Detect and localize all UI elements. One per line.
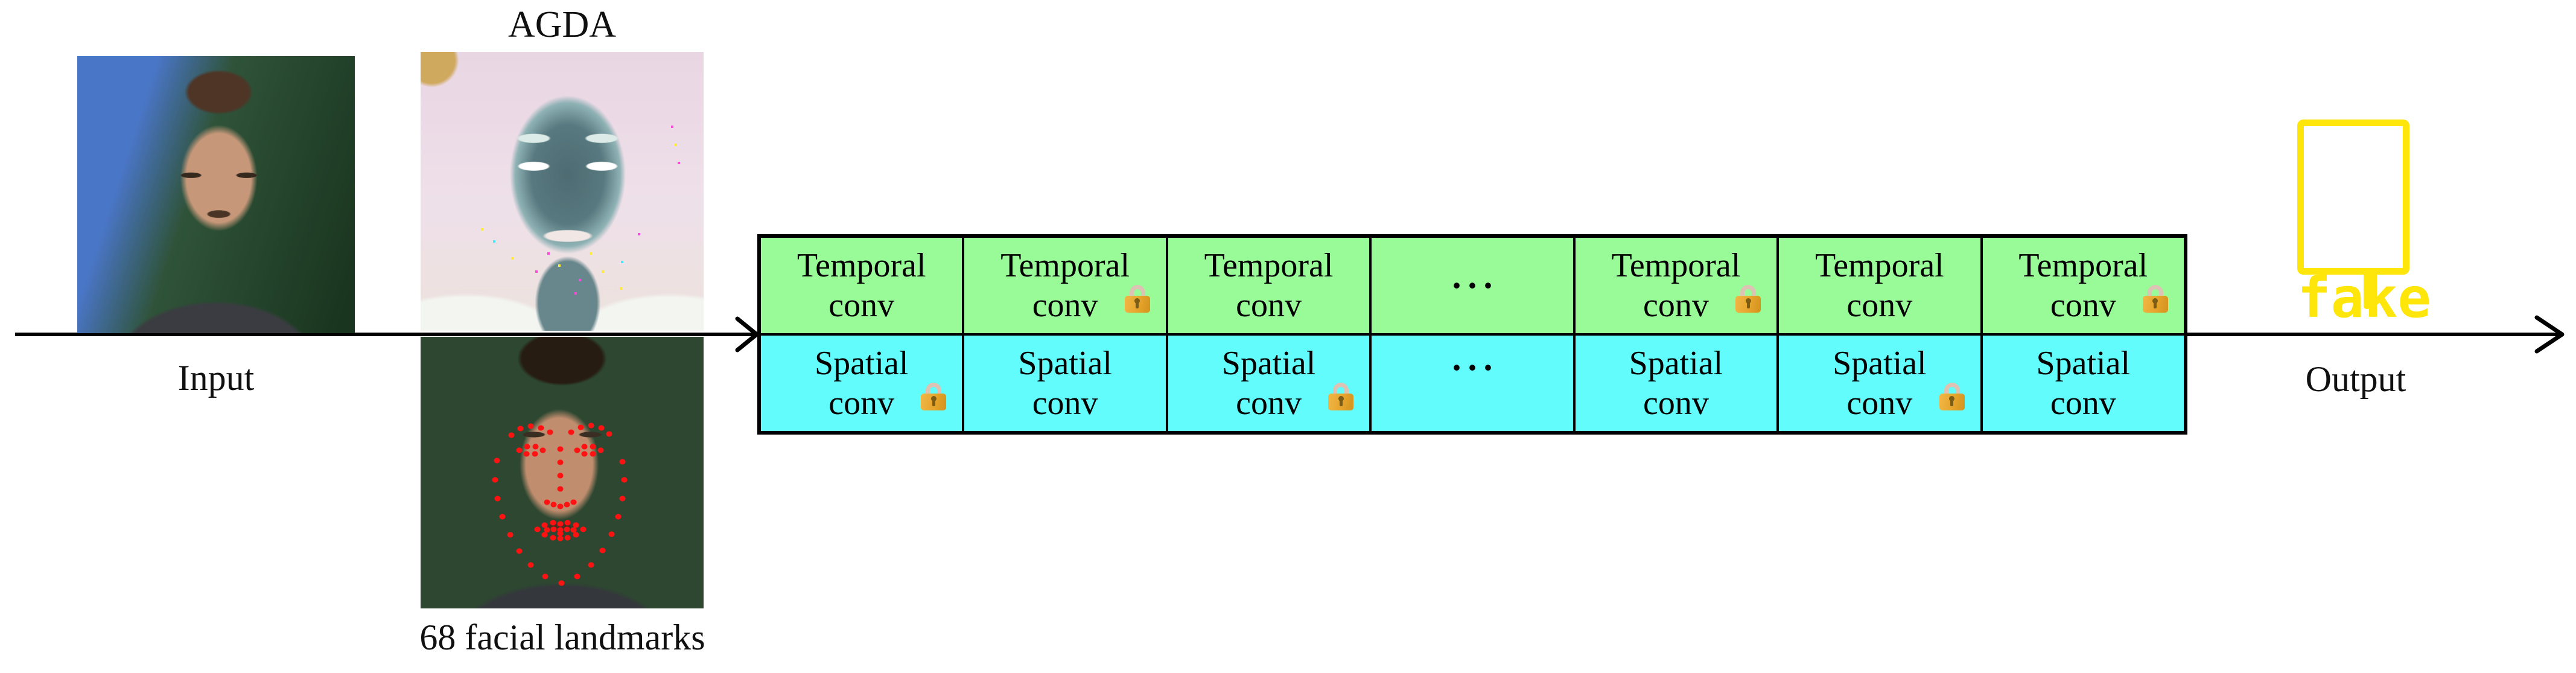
cell-label-line1: Temporal	[1204, 247, 1334, 284]
cell-label-line1: Spatial	[1629, 345, 1723, 382]
spatial-conv-cell: Spatial conv	[1575, 336, 1777, 431]
cell-label-line2: conv	[1846, 287, 1913, 324]
cell-label-line1: Temporal	[1000, 247, 1130, 284]
cell-label-line2: conv	[828, 384, 895, 422]
landmarks-label: 68 facial landmarks	[419, 617, 705, 657]
noise-specks	[421, 52, 423, 54]
cell-label-line2: conv	[828, 287, 895, 324]
landmark-dots	[492, 423, 628, 586]
cell-label-line2: conv	[2050, 287, 2116, 324]
cell-label-line2: conv	[1236, 287, 1302, 324]
detection-leader-line	[2364, 270, 2370, 309]
cell-label-line1: Spatial	[1221, 345, 1316, 382]
spatial-conv-cell: Spatial conv	[1168, 336, 1370, 431]
cell-label-line1: Temporal	[1814, 247, 1944, 284]
cell-label-line2: conv	[1643, 384, 1709, 422]
spatial-ellipsis-cell: ···	[1372, 336, 1573, 431]
fake-label: fake	[2297, 266, 2431, 330]
output-photo: fake	[2217, 85, 2495, 334]
landmarks-photo	[421, 337, 704, 608]
temporal-conv-cell: Temporal conv	[1575, 238, 1777, 333]
temporal-conv-cell: Temporal conv	[1779, 238, 1980, 333]
cell-label-line1: Spatial	[2036, 345, 2131, 382]
cell-label-line2: conv	[1643, 287, 1709, 324]
cell-label-line2: conv	[1032, 287, 1098, 324]
temporal-ellipsis-cell: ···	[1372, 238, 1573, 333]
cell-label-line1: Temporal	[797, 247, 926, 284]
temporal-conv-cell: Temporal conv	[1168, 238, 1370, 333]
input-label: Input	[177, 358, 255, 398]
cell-label-line2: conv	[2050, 384, 2116, 422]
output-label: Output	[2305, 359, 2406, 399]
temporal-conv-cell: Temporal conv	[761, 238, 962, 333]
temporal-conv-cell: Temporal conv	[964, 238, 1166, 333]
lock-icon	[1939, 383, 1965, 410]
agda-photo	[421, 52, 704, 331]
spatial-conv-cell: Spatial conv	[964, 336, 1166, 431]
cell-label-line1: Temporal	[1611, 247, 1741, 284]
conv-grid: Temporal conv Temporal conv Temporal con…	[757, 234, 2187, 435]
lock-icon	[1124, 285, 1150, 313]
spatial-conv-cell: Spatial conv	[1982, 336, 2184, 431]
cell-label-line1: Spatial	[814, 345, 909, 382]
cell-label-line1: Spatial	[1833, 345, 1927, 382]
arrowhead-right-icon	[2534, 315, 2565, 354]
face-detection-box	[2297, 120, 2409, 275]
agda-label: AGDA	[507, 4, 617, 45]
lock-icon	[2142, 285, 2168, 313]
lock-icon	[921, 383, 947, 410]
lock-icon	[1735, 285, 1761, 313]
arrowhead-mid-icon	[735, 316, 759, 352]
cell-label-line1: Spatial	[1018, 345, 1112, 382]
lock-icon	[1328, 383, 1354, 410]
temporal-conv-cell: Temporal conv	[1982, 238, 2184, 333]
cell-label-line1: Temporal	[2018, 247, 2148, 284]
spatial-conv-cell: Spatial conv	[1779, 336, 1980, 431]
ellipsis-dots: ···	[1450, 348, 1498, 388]
cell-label-line2: conv	[1236, 384, 1302, 422]
spatial-conv-cell: Spatial conv	[761, 336, 962, 431]
ellipsis-dots: ···	[1450, 266, 1498, 305]
cell-label-line2: conv	[1032, 384, 1098, 422]
input-photo	[77, 56, 355, 333]
cell-label-line2: conv	[1846, 384, 1913, 422]
